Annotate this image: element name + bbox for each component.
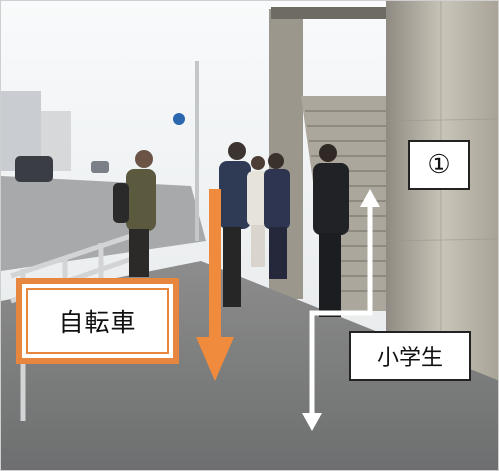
beam [271, 7, 391, 19]
marker-label: ① [408, 140, 470, 190]
student-label: 小学生 [349, 331, 471, 381]
car [15, 156, 53, 182]
person [219, 142, 251, 307]
marker-label-text: ① [427, 150, 451, 180]
student-label-text: 小学生 [376, 346, 443, 371]
sign [173, 113, 185, 125]
car [91, 161, 109, 173]
bicycle-label: 自転車 [16, 278, 179, 364]
arrow-down-icon [196, 189, 234, 381]
pole [195, 61, 199, 241]
bicycle-label-text: 自転車 [58, 308, 137, 337]
person [113, 150, 156, 277]
route-arrow-icon [302, 189, 380, 431]
person [313, 144, 349, 317]
person [264, 153, 290, 279]
person [247, 156, 269, 267]
